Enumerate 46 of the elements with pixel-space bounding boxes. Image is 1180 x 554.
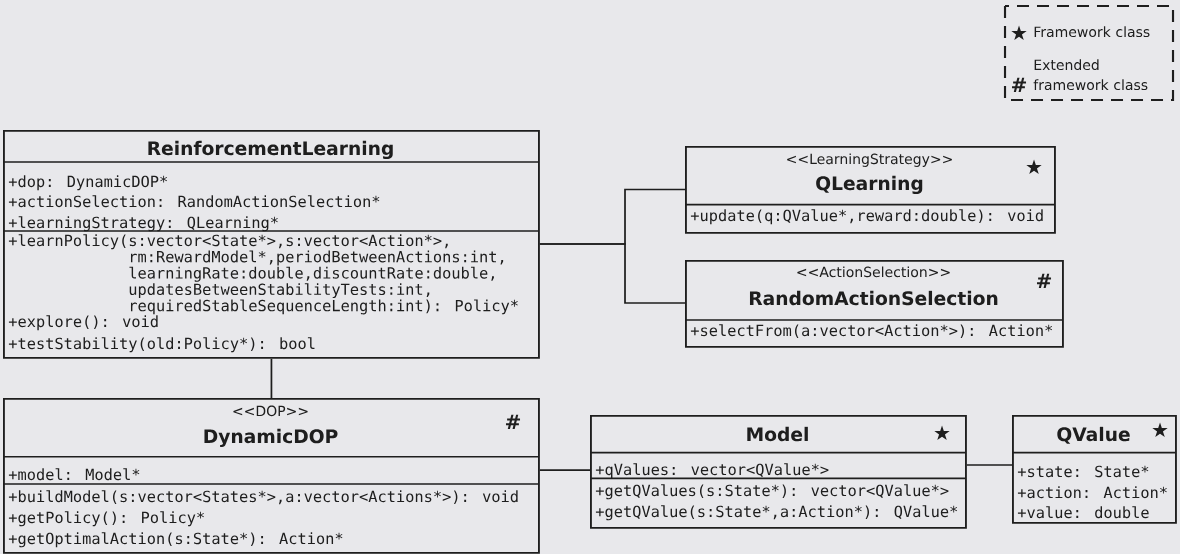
class-marker: ★	[1026, 159, 1042, 175]
class-box	[684, 146, 1056, 234]
class-name: QValue	[1057, 426, 1130, 444]
class-box	[2, 398, 540, 554]
stereotype-label: <<LearningStrategy>>	[787, 153, 952, 167]
member-text: +getPolicy(): Policy*	[8, 511, 204, 527]
class-marker: ★	[1152, 422, 1168, 438]
legend-text: Framework class	[1034, 26, 1150, 38]
member-text: +actionSelection: RandomActionSelection*	[8, 195, 380, 208]
class-name: Model	[747, 426, 808, 442]
member-text: +getQValue(s:State*,a:Action*): QValue*	[595, 505, 958, 521]
member-text: +dop: DynamicDOP*	[8, 175, 167, 191]
class-box	[684, 260, 1064, 348]
stereotype-label: <<DOP>>	[233, 405, 308, 417]
member-text: +learningStrategy: QLearning*	[8, 216, 278, 232]
class-marker: ★	[934, 425, 950, 441]
member-text: +qValues: vector<QValue*>	[595, 463, 829, 479]
member-text: +value: double	[1017, 506, 1149, 519]
class-box	[589, 415, 967, 529]
connector-line	[966, 464, 1013, 466]
connector-line	[539, 469, 591, 471]
legend-symbol: ★	[1011, 25, 1027, 41]
connector-line	[539, 243, 686, 304]
member-text: +selectFrom(a:vector<Action*>): Action*	[690, 324, 1053, 339]
class-marker: #	[506, 414, 520, 429]
member-text: +model: Model*	[8, 468, 140, 481]
legend-text: Extended framework class	[1033, 59, 1148, 91]
class-name: RandomActionSelection	[749, 290, 998, 306]
member-text: +testStability(old:Policy*): bool	[8, 337, 315, 353]
member-text: +getOptimalAction(s:State*): Action*	[8, 532, 343, 548]
member-text: +learnPolicy(s:vector<State*>,s:vector<Action*>, rm:RewardModel*,periodBetweenActions:int, learningRate:double,discountRate:double, updatesBetweenStabilityTests:int, requiredStableSequenceLength:int): Policy*	[8, 234, 518, 315]
class-name: ReinforcementLearning	[148, 140, 393, 160]
class-marker: #	[1037, 273, 1052, 288]
class-box	[2, 130, 540, 359]
class-box	[1011, 415, 1177, 524]
class-name: DynamicDOP	[204, 428, 338, 448]
member-text: +buildModel(s:vector<States*>,a:vector<Actions*>): void	[8, 490, 518, 505]
connector-line	[270, 358, 273, 399]
member-text: +getQValues(s:State*): vector<QValue*>	[595, 484, 949, 500]
member-text: +explore(): void	[8, 315, 158, 331]
member-text: +update(q:QValue*,reward:double): void	[690, 209, 1043, 225]
stereotype-label: <<ActionSelection>>	[797, 266, 950, 278]
member-text: +action: Action*	[1017, 486, 1167, 499]
legend-symbol: #	[1012, 77, 1027, 92]
member-text: +state: State*	[1017, 465, 1149, 478]
class-name: QLearning	[816, 175, 923, 195]
